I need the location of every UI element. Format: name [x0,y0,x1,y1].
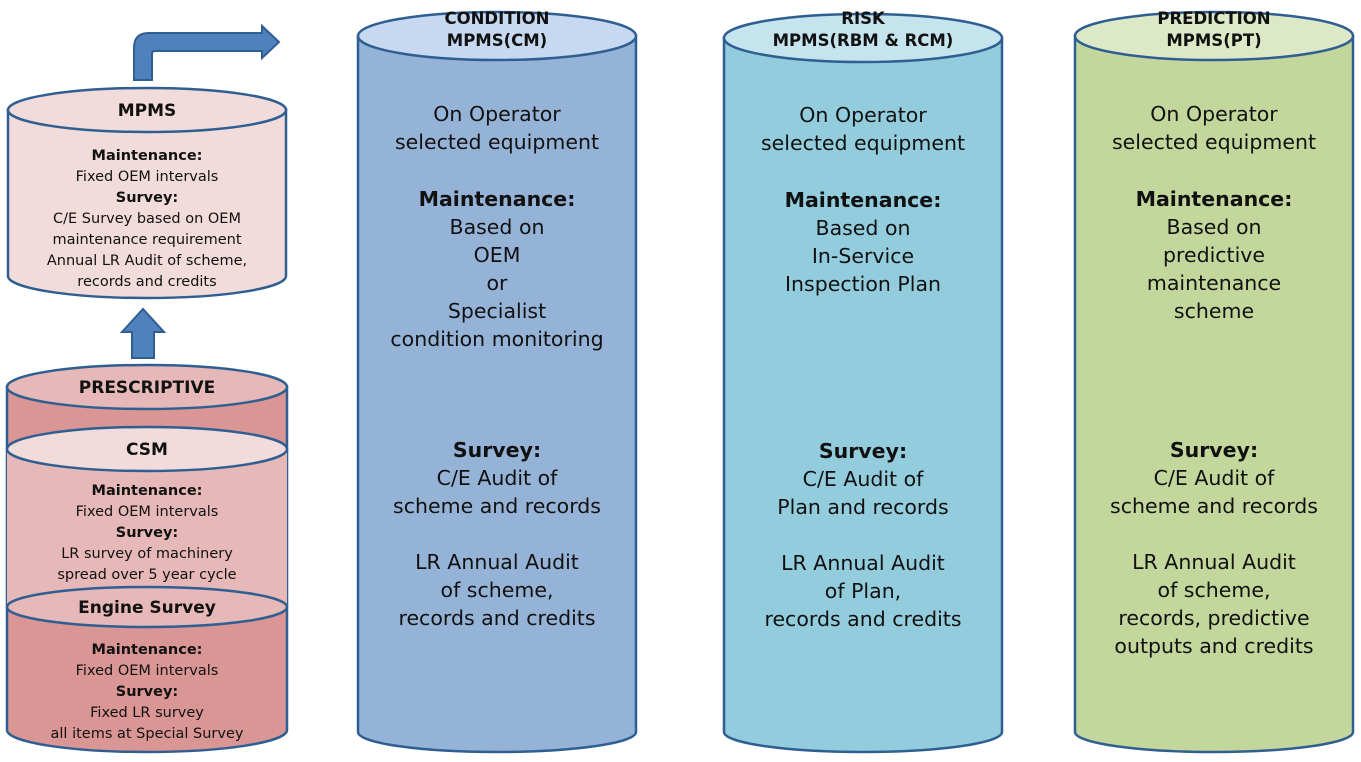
audit-line: of scheme, [440,578,554,602]
audit-line: LR Annual Audit [781,551,945,575]
survey-line: C/E Audit of [1153,466,1275,490]
mpms-maintenance-label: Maintenance: [91,148,203,164]
csm-survey-line: LR survey of machinery [61,546,233,562]
audit-line: outputs and credits [1114,634,1314,658]
csm-maintenance-label: Maintenance: [91,483,203,499]
mpms-details: Maintenance: Fixed OEM intervals Survey:… [8,146,286,293]
engine-survey-label: Survey: [115,684,179,700]
scope-line: selected equipment [761,131,965,155]
csm-details: Maintenance: Fixed OEM intervals Survey:… [7,481,287,586]
condition-title: CONDITION MPMS(CM) [358,8,636,52]
condition-survey: Survey: C/E Audit of scheme and records … [358,436,636,632]
bent-arrow-icon [133,23,281,81]
condition-cylinder [356,10,638,754]
survey-line: scheme and records [1110,494,1318,518]
csm-survey-label: Survey: [115,525,179,541]
column-title-line: MPMS(CM) [446,31,548,50]
scope-line: On Operator [1150,102,1278,126]
engine-survey-line: all items at Special Survey [50,726,244,742]
column-title-line: CONDITION [444,9,550,28]
survey-label: Survey: [452,438,542,462]
maintenance-line: Based on [1166,215,1262,239]
prescriptive-title: PRESCRIPTIVE [78,378,216,398]
maintenance-line: Inspection Plan [784,272,941,296]
mpms-survey-line: maintenance requirement [52,232,242,248]
column-title-line: RISK [841,9,885,28]
scope-line: selected equipment [395,130,599,154]
maintenance-line: condition monitoring [390,327,604,351]
mpms-survey-line: C/E Survey based on OEM [53,211,241,227]
audit-line: LR Annual Audit [415,550,579,574]
survey-line: C/E Audit of [436,466,558,490]
risk-body: On Operator selected equipment Maintenan… [724,101,1002,298]
maintenance-line: scheme [1173,299,1255,323]
mpms-cylinder [6,86,288,300]
scope-line: On Operator [433,102,561,126]
maintenance-line: Based on [815,216,911,240]
risk-cylinder [722,12,1004,754]
mpms-survey-label: Survey: [115,190,179,206]
audit-line: of Plan, [824,579,902,603]
maintenance-line: In-Service [811,244,915,268]
maintenance-line: Based on [449,215,545,239]
audit-line: of scheme, [1157,578,1271,602]
up-arrow-icon [119,307,167,359]
audit-line: records, predictive [1118,606,1310,630]
maintenance-label: Maintenance: [784,188,942,212]
mpms-maintenance-text: Fixed OEM intervals [75,169,219,185]
csm-title: CSM [126,440,168,460]
prediction-title: PREDICTION MPMS(PT) [1075,8,1353,52]
audit-line: records and credits [398,606,596,630]
maintenance-line: maintenance [1146,271,1282,295]
survey-line: Plan and records [777,495,949,519]
engine-survey-details: Maintenance: Fixed OEM intervals Survey:… [7,640,287,745]
risk-survey: Survey: C/E Audit of Plan and records LR… [724,437,1002,633]
maintenance-line: Specialist [447,299,547,323]
mpms-survey-line: records and credits [77,274,217,290]
csm-survey-line: spread over 5 year cycle [57,567,237,583]
prescriptive-cylinder [5,363,289,754]
survey-line: scheme and records [393,494,601,518]
prediction-body: On Operator selected equipment Maintenan… [1075,100,1353,325]
survey-label: Survey: [818,439,908,463]
mpms-title: MPMS [117,101,177,121]
condition-body: On Operator selected equipment Maintenan… [358,100,636,353]
engine-maintenance-label: Maintenance: [91,642,203,658]
csm-maintenance-text: Fixed OEM intervals [75,504,219,520]
scope-line: selected equipment [1112,130,1316,154]
column-title-line: MPMS(PT) [1166,31,1262,50]
engine-survey-line: Fixed LR survey [90,705,204,721]
prediction-cylinder [1073,10,1355,754]
maintenance-line: predictive [1162,243,1266,267]
survey-label: Survey: [1169,438,1259,462]
maintenance-label: Maintenance: [418,187,576,211]
audit-line: LR Annual Audit [1132,550,1296,574]
risk-title: RISK MPMS(RBM & RCM) [724,8,1002,52]
column-title-line: MPMS(RBM & RCM) [772,31,954,50]
engine-survey-cylinder-top [5,585,289,629]
mpms-survey-line: Annual LR Audit of scheme, [46,253,248,269]
survey-line: C/E Audit of [802,467,924,491]
prediction-survey: Survey: C/E Audit of scheme and records … [1075,436,1353,660]
column-title-line: PREDICTION [1157,9,1271,28]
engine-survey-title: Engine Survey [78,598,216,618]
engine-maintenance-text: Fixed OEM intervals [75,663,219,679]
audit-line: records and credits [764,607,962,631]
maintenance-line: OEM [473,243,521,267]
scope-line: On Operator [799,103,927,127]
maintenance-label: Maintenance: [1135,187,1293,211]
csm-cylinder-top [5,425,289,473]
maintenance-line: or [486,271,508,295]
